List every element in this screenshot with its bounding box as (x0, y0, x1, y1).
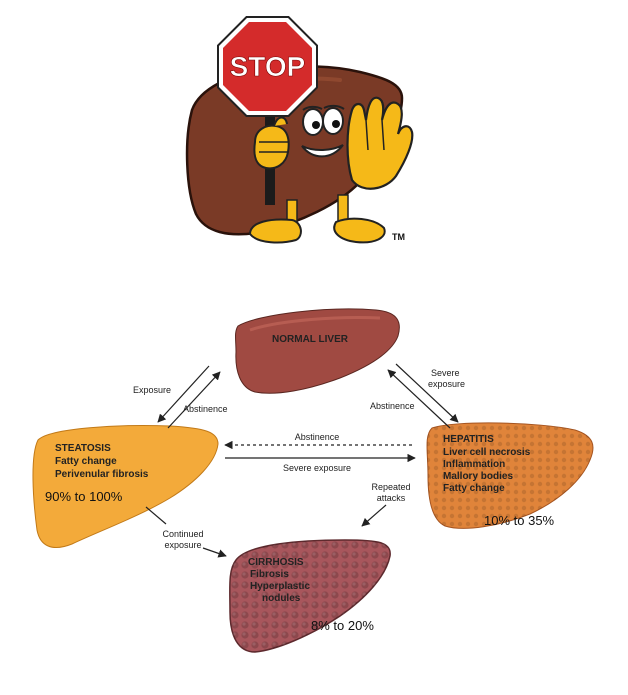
cirrhosis-stage: CIRRHOSIS Fibrosis Hyperplastic nodules … (229, 539, 391, 653)
normal-liver-shape (235, 308, 400, 394)
liver-mascot: STOP TM (185, 16, 414, 244)
cirrhosis-percent: 8% to 20% (311, 618, 374, 633)
label-continued-exposure-1: Continued (162, 529, 203, 539)
steatosis-stage: STEATOSIS Fatty change Perivenular fibro… (32, 425, 219, 548)
left-glove (253, 116, 290, 170)
steatosis-percent: 90% to 100% (45, 489, 123, 504)
raised-hand (346, 96, 414, 190)
hepatitis-stage: HEPATITIS Liver cell necrosis Inflammati… (426, 422, 594, 529)
label-abstinence-middle: Abstinence (295, 432, 340, 442)
cirrhosis-line-2: Hyperplastic (250, 581, 310, 592)
cirrhosis-line-3: nodules (262, 593, 301, 604)
label-exposure: Exposure (133, 385, 171, 395)
hepatitis-line-1: Liver cell necrosis (443, 447, 531, 458)
label-severe-exposure-top-2: exposure (428, 379, 465, 389)
cirrhosis-line-1: Fibrosis (250, 569, 289, 580)
hepatitis-line-4: Fatty change (443, 483, 505, 494)
hepatitis-title: HEPATITIS (443, 434, 494, 445)
arrow-repeated-attacks (361, 504, 387, 527)
label-repeated-attacks-1: Repeated (371, 482, 410, 492)
label-continued-exposure-2: exposure (164, 540, 201, 550)
mascot-legs (248, 194, 386, 244)
hepatitis-percent: 10% to 35% (484, 513, 555, 528)
label-severe-exposure-middle: Severe exposure (283, 463, 351, 473)
label-repeated-attacks-2: attacks (377, 493, 406, 503)
arrow-severe-exposure-top (395, 363, 459, 423)
steatosis-liver-shape (32, 425, 219, 548)
label-severe-exposure-top-1: Severe (431, 368, 460, 378)
cirrhosis-title: CIRRHOSIS (248, 557, 304, 568)
label-abstinence-left: Abstinence (183, 404, 228, 414)
steatosis-line-1: Fatty change (55, 456, 117, 467)
transition-arrows (145, 363, 459, 558)
normal-liver-stage: NORMAL LIVER (235, 308, 400, 394)
arrow-abstinence-left (167, 371, 221, 429)
stop-sign: STOP (217, 16, 318, 117)
arrow-exposure (157, 365, 210, 423)
stop-sign-text: STOP (230, 51, 306, 82)
arrow-labels: Exposure Abstinence Severe exposure Abst… (133, 368, 465, 550)
mascot-smile (301, 144, 344, 158)
arrow-continued-exposure (145, 506, 167, 525)
mascot-face (301, 104, 345, 158)
normal-liver-title: NORMAL LIVER (272, 334, 349, 345)
steatosis-title: STEATOSIS (55, 443, 111, 454)
label-abstinence-right: Abstinence (370, 401, 415, 411)
hepatitis-line-2: Inflammation (443, 459, 505, 470)
hepatitis-line-3: Mallory bodies (443, 471, 513, 482)
arrow-abstinence-right (387, 369, 451, 429)
trademark-label: TM (392, 232, 405, 242)
steatosis-line-2: Perivenular fibrosis (55, 469, 149, 480)
